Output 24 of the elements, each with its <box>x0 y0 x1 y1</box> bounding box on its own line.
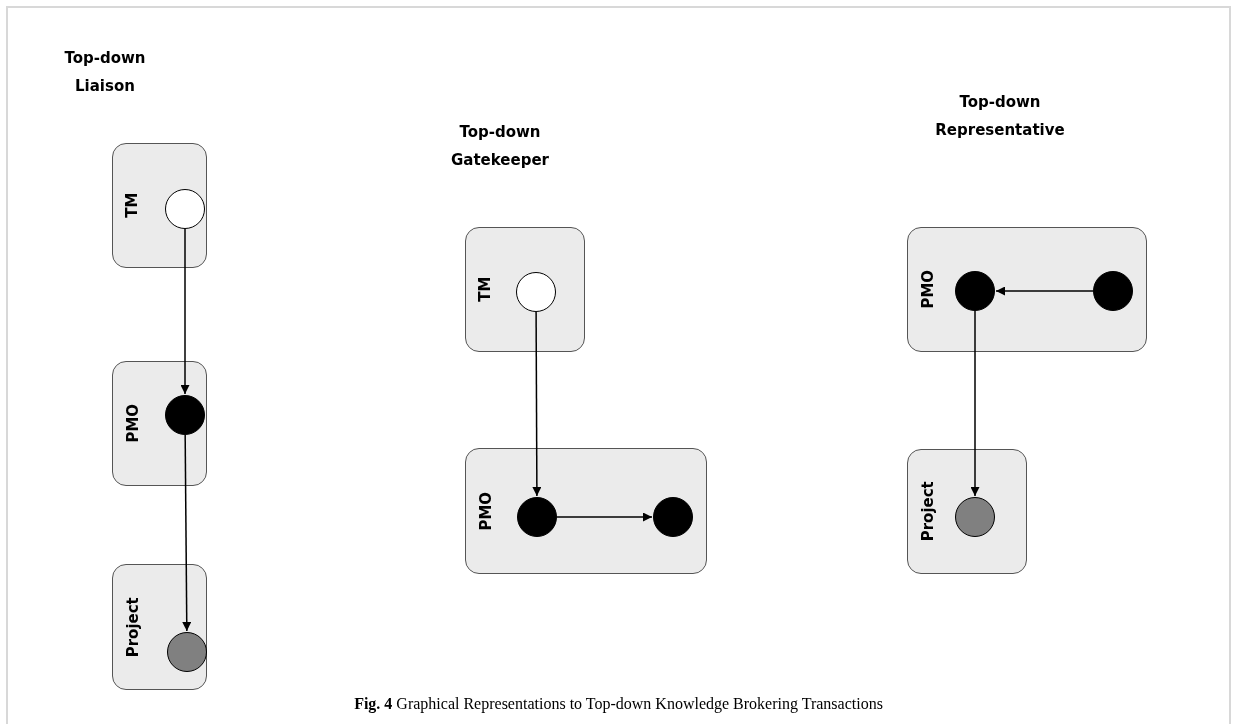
arrow <box>970 310 980 497</box>
panel-title: Top-down Liaison <box>63 48 147 97</box>
box-label: TM <box>122 192 143 219</box>
panel-title: Top-down Gatekeeper <box>450 122 550 171</box>
box-label: Project <box>917 481 938 542</box>
rounded-box <box>112 564 207 690</box>
rounded-box <box>907 227 1147 352</box>
box-label: Project <box>122 596 143 658</box>
rounded-box <box>907 449 1027 574</box>
rounded-box <box>465 227 585 352</box>
figure-caption: Fig. 4 Graphical Representations to Top-down Knowledge Brokering Transactions <box>353 694 884 715</box>
arrow <box>180 228 190 395</box>
box-label: PMO <box>122 404 143 443</box>
box-label: PMO <box>917 270 938 309</box>
panel-title: Top-down Representative <box>934 92 1066 141</box>
box-label: PMO <box>475 491 496 531</box>
arrow <box>532 311 542 497</box>
arrow <box>556 512 653 522</box>
rounded-box <box>112 143 207 268</box>
box-label: TM <box>475 276 496 303</box>
arrow <box>182 434 192 632</box>
arrow <box>995 286 1094 296</box>
rounded-box <box>112 361 207 486</box>
rounded-box <box>465 448 707 574</box>
